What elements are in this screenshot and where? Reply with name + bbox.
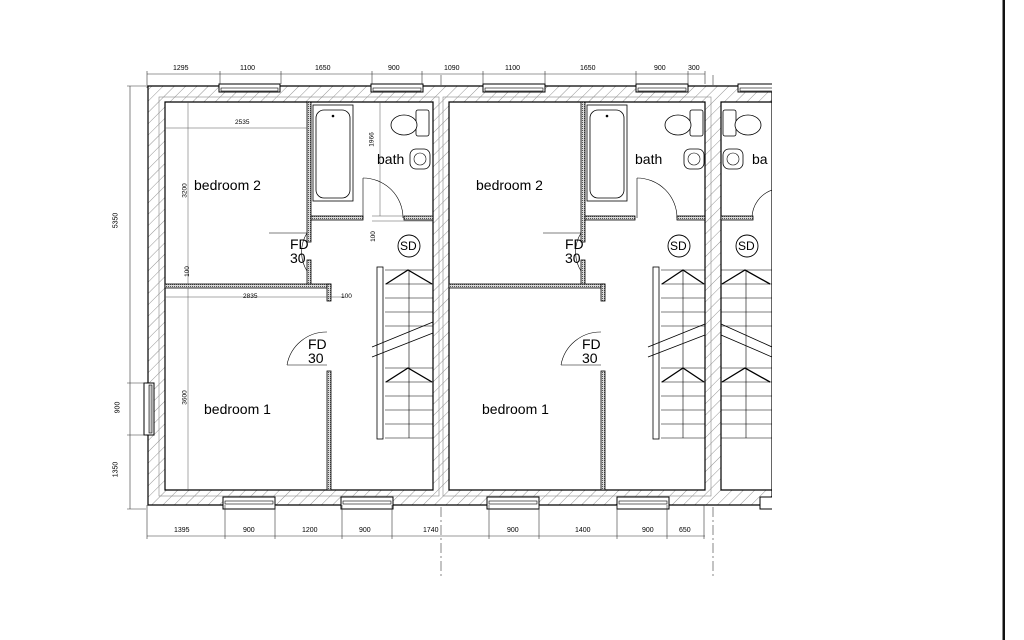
windows-bottom	[222, 496, 772, 510]
dimension-lines-top	[146, 71, 706, 88]
interior-dimension-lines	[165, 102, 433, 490]
stairs-unit-1	[371, 266, 434, 440]
stairs-unit-2	[647, 266, 706, 440]
unit-3-partial	[720, 109, 772, 439]
unit-1	[164, 101, 434, 491]
external-walls	[147, 85, 772, 506]
window-left	[143, 382, 155, 436]
windows-top	[218, 83, 772, 93]
frame-border	[1003, 0, 1005, 640]
stairs-unit-3	[720, 269, 772, 439]
dimension-lines-bottom	[146, 505, 705, 539]
dimension-lines-left	[127, 85, 146, 510]
frame-border-shadow	[1002, 0, 1003, 640]
unit-2	[448, 101, 706, 491]
